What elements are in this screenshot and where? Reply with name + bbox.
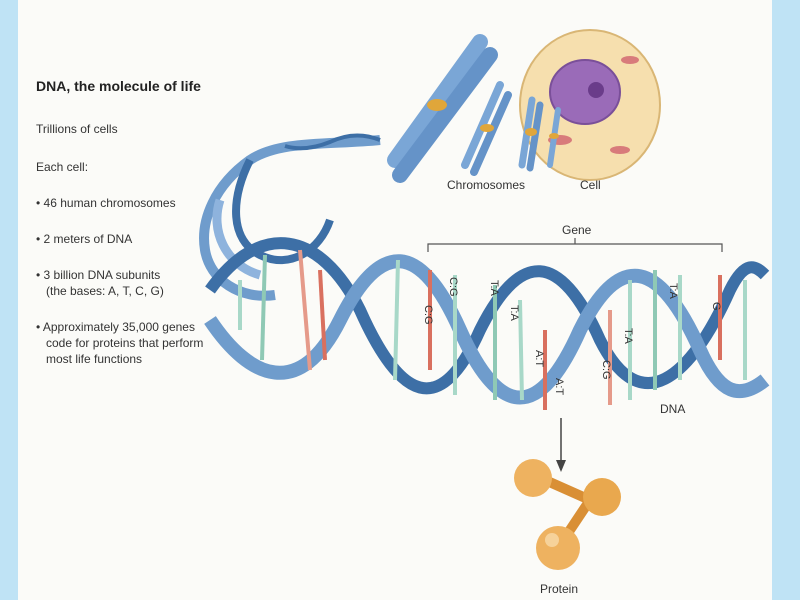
fact-bullet-continued: (the bases: A, T, C, G): [46, 284, 164, 298]
gene-bracket: [427, 238, 723, 252]
cell-label: Cell: [580, 178, 601, 192]
fact-bullet-continued: most life functions: [46, 352, 143, 366]
fact-bullet-continued: code for proteins that perform: [46, 336, 204, 350]
chromosomes-label: Chromosomes: [447, 178, 526, 192]
dna-label: DNA: [660, 402, 686, 416]
fact-bullet: • Approximately 35,000 genes: [36, 320, 195, 334]
dna-coil: [199, 133, 381, 301]
base-pair-label: T:A: [622, 328, 634, 345]
base-pair-rungs: [238, 249, 747, 410]
intro-line: Each cell:: [36, 160, 89, 174]
base-pair-label: G: [710, 302, 722, 311]
base-pair-label: C:G: [422, 305, 434, 325]
base-pair-label: C:G: [600, 360, 612, 380]
intro-line: Trillions of cells: [36, 122, 118, 136]
base-pair-label: C:G: [447, 277, 459, 297]
gene-label: Gene: [562, 223, 592, 237]
fact-bullet: • 2 meters of DNA: [36, 232, 133, 246]
base-pair-label: T:A: [508, 305, 520, 322]
base-pair-label: T:A: [488, 280, 500, 297]
fact-bullet: • 3 billion DNA subunits: [36, 268, 161, 282]
protein-label: Protein: [540, 582, 579, 596]
base-pair-label: A:T: [553, 378, 565, 395]
small-chromosomes: [461, 81, 561, 176]
gene-to-protein-arrow: [556, 418, 566, 472]
protein-graphic: [514, 459, 621, 570]
base-pair-label: T:A: [667, 283, 679, 300]
large-chromosome: [387, 34, 498, 183]
page-title: DNA, the molecule of life: [36, 78, 201, 94]
fact-bullet: • 46 human chromosomes: [36, 196, 176, 210]
base-pair-label: A:T: [533, 350, 545, 367]
